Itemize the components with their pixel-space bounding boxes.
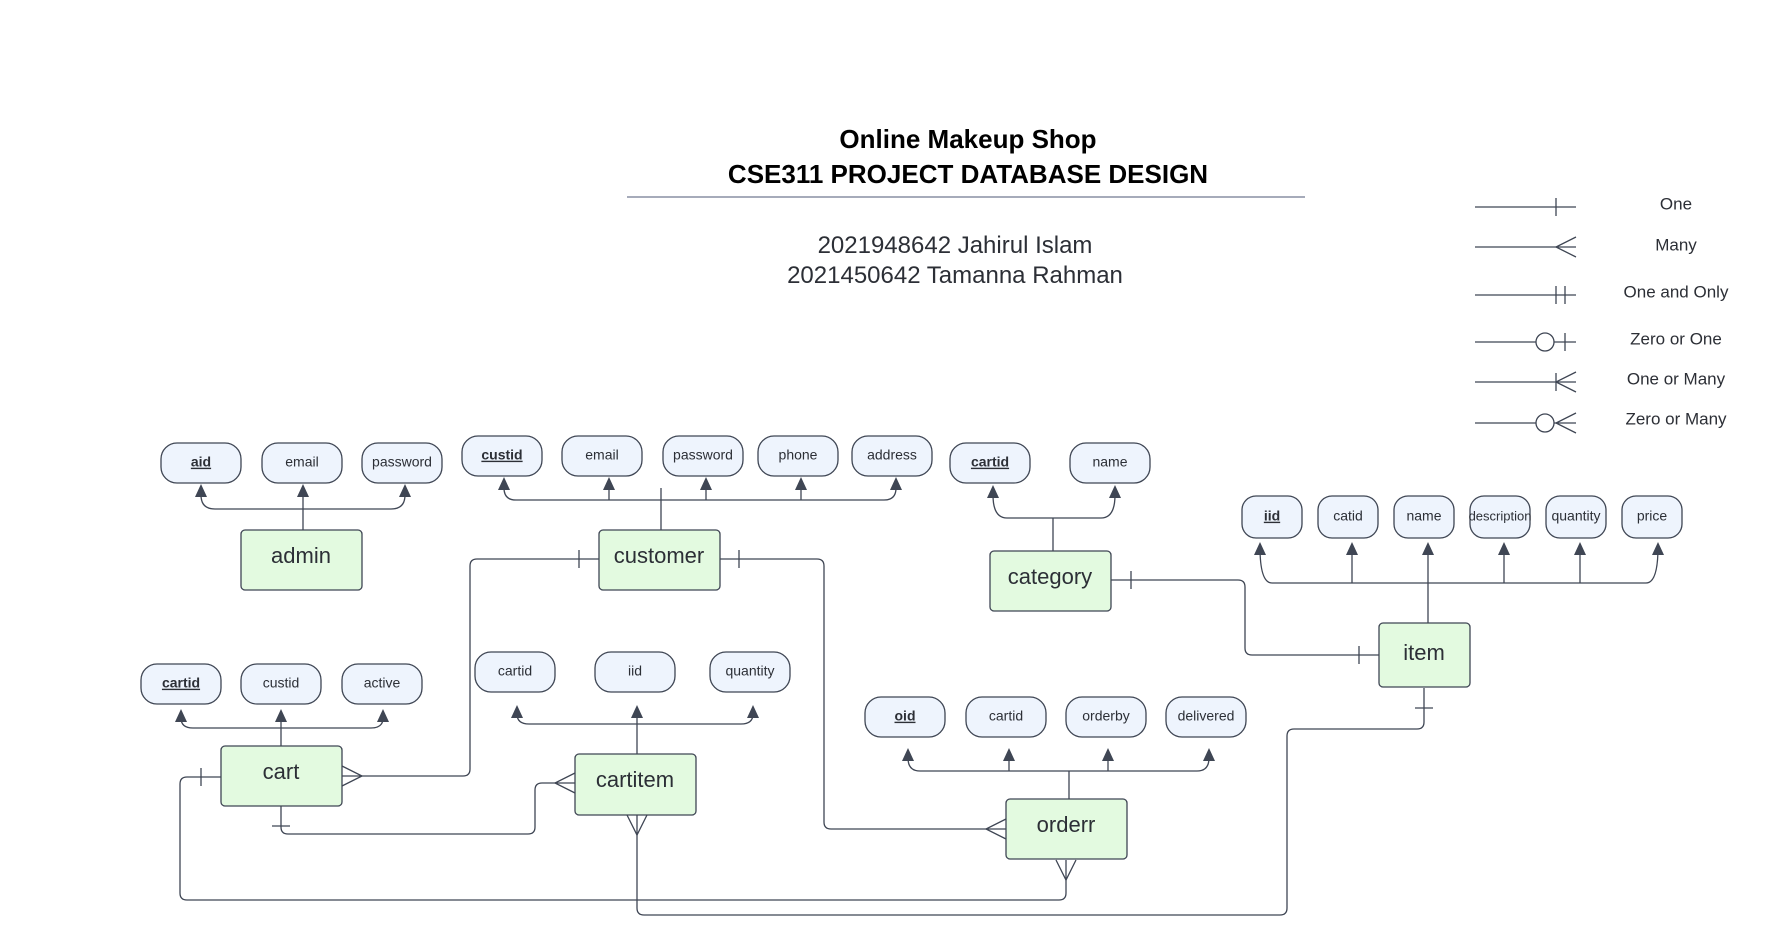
legend-one-and-only: One and Only	[1475, 282, 1729, 304]
attr-orderr-orderby-label: orderby	[1082, 708, 1129, 724]
attr-item-catid[interactable]: catid	[1317, 495, 1379, 539]
rel-cart-orderr	[179, 768, 1077, 901]
entity-customer[interactable]: customer	[598, 529, 721, 591]
attr-customer-address-label: address	[867, 447, 917, 463]
attr-cart-cartid[interactable]: cartid	[140, 663, 222, 705]
attr-item-name[interactable]: name	[1393, 495, 1455, 539]
authors: 2021948642 Jahirul Islam 2021450642 Tama…	[787, 232, 1123, 289]
legend-label-one: One	[1660, 194, 1692, 213]
attr-orderr-delivered-label: delivered	[1178, 708, 1235, 724]
attr-item-iid[interactable]: iid	[1241, 495, 1303, 539]
attr-admin-email[interactable]: email	[261, 442, 343, 484]
attr-customer-phone[interactable]: phone	[757, 435, 839, 477]
attr-cartitem-iid-label: iid	[628, 663, 642, 679]
attr-admin-password-label: password	[372, 454, 432, 470]
attr-item-catid-label: catid	[1333, 508, 1363, 524]
legend-many: Many	[1475, 235, 1697, 258]
entity-item[interactable]: item	[1378, 622, 1471, 688]
attr-item-quantity-label: quantity	[1551, 508, 1600, 524]
legend-label-zero-or-many: Zero or Many	[1625, 409, 1727, 428]
attr-cartitem-cartid[interactable]: cartid	[474, 651, 556, 693]
entity-cart[interactable]: cart	[220, 745, 343, 807]
attr-cart-custid-label: custid	[263, 675, 300, 691]
attr-item-description-label: description	[1469, 508, 1532, 523]
attr-cart-cartid-label: cartid	[162, 675, 200, 691]
attr-item-quantity[interactable]: quantity	[1545, 495, 1607, 539]
rel-customer-cart	[341, 550, 599, 787]
attr-orderr-oid[interactable]: oid	[864, 696, 946, 738]
rel-cart-cartitem	[272, 772, 576, 835]
attr-customer-custid-label: custid	[481, 447, 522, 463]
attr-customer-email-label: email	[585, 447, 618, 463]
attr-category-cartid-label: cartid	[971, 454, 1009, 470]
rel-item-cartitem	[626, 688, 1433, 916]
entity-orderr[interactable]: orderr	[1005, 798, 1128, 860]
entity-category[interactable]: category	[989, 550, 1112, 612]
attr-cartitem-iid[interactable]: iid	[594, 651, 676, 693]
attr-cart-active[interactable]: active	[341, 663, 423, 705]
legend-label-one-or-many: One or Many	[1627, 369, 1726, 388]
attribute-arrowheads	[175, 477, 1664, 761]
attr-item-price-label: price	[1637, 508, 1668, 524]
attr-item-name-label: name	[1406, 508, 1441, 524]
entity-category-label: category	[1008, 564, 1092, 589]
attr-customer-email[interactable]: email	[561, 435, 643, 477]
attr-orderr-cartid-label: cartid	[989, 708, 1023, 724]
attr-item-description[interactable]: description	[1469, 495, 1532, 539]
attr-admin-aid[interactable]: aid	[160, 442, 242, 484]
legend-zero-or-many: Zero or Many	[1475, 409, 1727, 434]
attr-cart-custid[interactable]: custid	[240, 663, 322, 705]
entity-cart-label: cart	[263, 759, 300, 784]
legend-zero-or-one: Zero or One	[1475, 329, 1722, 352]
attr-customer-password-label: password	[673, 447, 733, 463]
attr-item-price[interactable]: price	[1621, 495, 1683, 539]
title-line-2: CSE311 PROJECT DATABASE DESIGN	[728, 159, 1208, 189]
attr-customer-phone-label: phone	[779, 447, 818, 463]
attr-admin-aid-label: aid	[191, 454, 211, 470]
relationship-lines	[179, 550, 1433, 916]
attr-admin-password[interactable]: password	[361, 442, 443, 484]
rel-category-item	[1111, 571, 1379, 664]
legend-label-zero-or-one: Zero or One	[1630, 329, 1722, 348]
attr-cartitem-cartid-label: cartid	[498, 663, 532, 679]
entity-orderr-label: orderr	[1037, 812, 1096, 837]
attr-customer-custid[interactable]: custid	[461, 435, 543, 477]
attr-orderr-oid-label: oid	[895, 708, 916, 724]
cardinality-legend: One Many One and Only Zero or One One o	[1475, 194, 1729, 434]
entity-admin[interactable]: admin	[240, 529, 363, 591]
attr-category-name-label: name	[1092, 454, 1127, 470]
attr-customer-password[interactable]: password	[662, 435, 744, 477]
attr-cartitem-quantity-label: quantity	[725, 663, 774, 679]
legend-label-one-and-only: One and Only	[1624, 282, 1729, 301]
attr-cart-active-label: active	[364, 675, 401, 691]
legend-label-many: Many	[1655, 235, 1697, 254]
author-2: 2021450642 Tamanna Rahman	[787, 262, 1123, 289]
title-line-1: Online Makeup Shop	[839, 124, 1096, 154]
attr-customer-address[interactable]: address	[851, 435, 933, 477]
entity-item-label: item	[1403, 640, 1445, 665]
entity-admin-label: admin	[271, 543, 331, 568]
attr-orderr-delivered[interactable]: delivered	[1165, 696, 1247, 738]
attr-category-name[interactable]: name	[1069, 442, 1151, 484]
diagram-title: Online Makeup Shop CSE311 PROJECT DATABA…	[627, 124, 1305, 198]
attr-item-iid-label: iid	[1264, 508, 1280, 524]
entity-cartitem[interactable]: cartitem	[574, 753, 697, 816]
entity-customer-label: customer	[614, 543, 704, 568]
rel-customer-orderr	[719, 550, 1007, 840]
entity-cartitem-label: cartitem	[596, 767, 674, 792]
attr-orderr-orderby[interactable]: orderby	[1065, 696, 1147, 738]
attribute-connectors	[180, 487, 1659, 802]
attr-admin-email-label: email	[285, 454, 318, 470]
attr-cartitem-quantity[interactable]: quantity	[709, 651, 791, 693]
legend-one: One	[1475, 194, 1692, 216]
author-1: 2021948642 Jahirul Islam	[818, 232, 1093, 259]
legend-one-or-many: One or Many	[1475, 369, 1726, 393]
attr-orderr-cartid[interactable]: cartid	[965, 696, 1047, 738]
attr-category-cartid[interactable]: cartid	[949, 442, 1031, 484]
